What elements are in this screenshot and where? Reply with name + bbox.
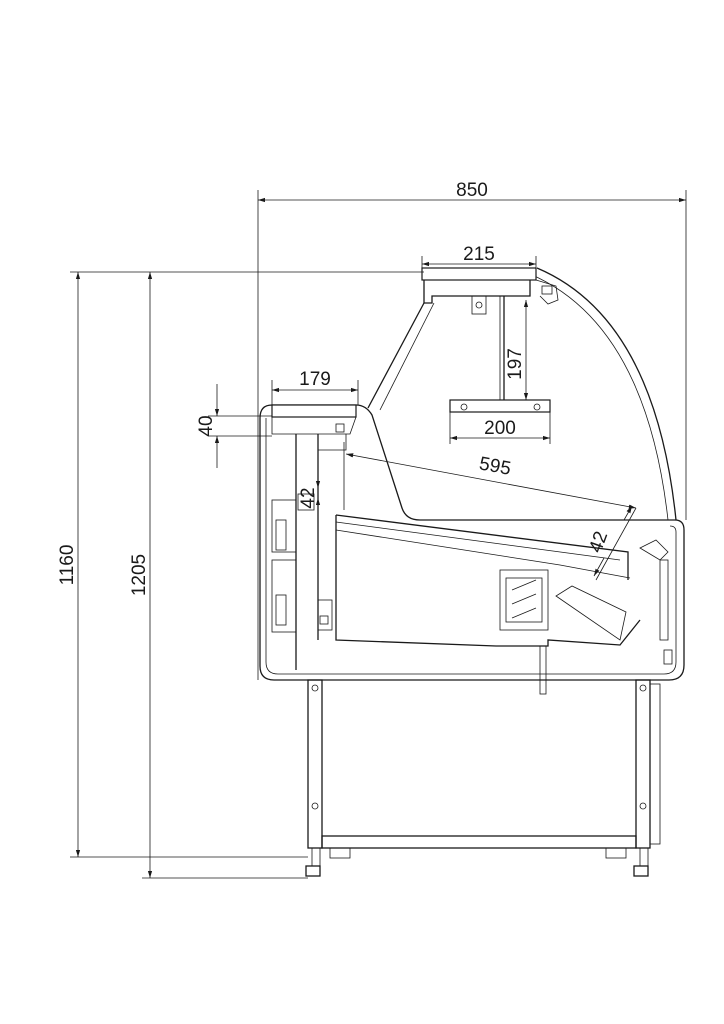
stand-frame — [305, 679, 661, 877]
label-counter-height: 40 — [196, 415, 217, 436]
label-display-depth: 595 — [478, 453, 513, 479]
label-height-1205: 1205 — [129, 554, 150, 596]
dimension-height-1160: 1160 — [57, 271, 424, 858]
dimension-top-shelf-width: 215 — [421, 244, 537, 268]
dimension-display-depth: 595 — [343, 442, 637, 510]
dimension-inner-height: 42 — [298, 454, 321, 522]
dimension-shelf-drop: 197 — [505, 300, 529, 400]
label-height-1160: 1160 — [57, 545, 78, 586]
label-inner-height: 42 — [298, 487, 319, 508]
dimension-height-1205: 1205 — [129, 272, 308, 879]
cabinet-body — [259, 267, 685, 695]
dimension-counter-height: 40 — [196, 384, 272, 468]
label-hanging-shelf-width: 200 — [484, 418, 516, 439]
label-counter-width: 179 — [299, 369, 331, 390]
label-display-rise: 42 — [585, 529, 612, 556]
label-total-depth: 850 — [456, 180, 488, 201]
label-top-shelf-width: 215 — [463, 244, 495, 265]
dimension-counter-width: 179 — [271, 369, 359, 405]
label-shelf-drop: 197 — [505, 348, 526, 380]
dimension-hanging-shelf-width: 200 — [449, 412, 551, 444]
